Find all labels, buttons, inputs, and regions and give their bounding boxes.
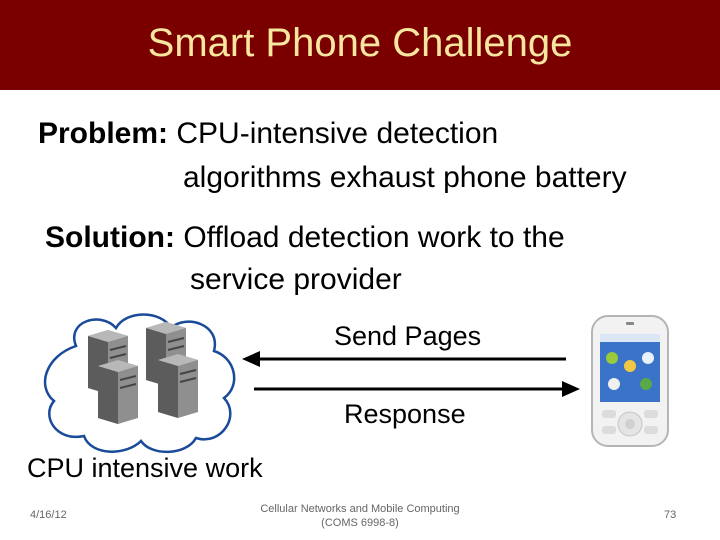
solution-line-1: Solution: Offload detection work to the [45, 220, 565, 256]
footer-page-number: 73 [664, 508, 676, 522]
title-bar: Smart Phone Challenge [0, 0, 720, 90]
footer-course: Cellular Networks and Mobile Computing (… [250, 502, 470, 530]
solution-text-2: service provider [190, 262, 402, 298]
problem-label: Problem: [38, 117, 168, 150]
cpu-intensive-label: CPU intensive work [27, 452, 263, 484]
slide-title: Smart Phone Challenge [0, 18, 720, 68]
problem-text-2: algorithms exhaust phone battery [183, 160, 627, 196]
solution-text-1: Offload detection work to the [183, 221, 564, 254]
response-label: Response [344, 398, 466, 430]
solution-label: Solution: [45, 221, 175, 254]
smartphone-icon [590, 314, 670, 448]
problem-line-1: Problem: CPU-intensive detection [38, 116, 498, 152]
arrows [236, 346, 586, 402]
send-pages-label: Send Pages [334, 320, 481, 352]
server-cloud-icon [36, 306, 246, 456]
arrow-right-icon [254, 381, 580, 397]
footer-course-code: (COMS 6998-8) [250, 516, 470, 530]
server-icon [98, 360, 138, 424]
footer-date: 4/16/12 [30, 508, 67, 522]
problem-text-1: CPU-intensive detection [176, 117, 498, 150]
footer-course-title: Cellular Networks and Mobile Computing [250, 502, 470, 516]
arrow-left-icon [242, 351, 566, 367]
server-icon [158, 354, 198, 418]
